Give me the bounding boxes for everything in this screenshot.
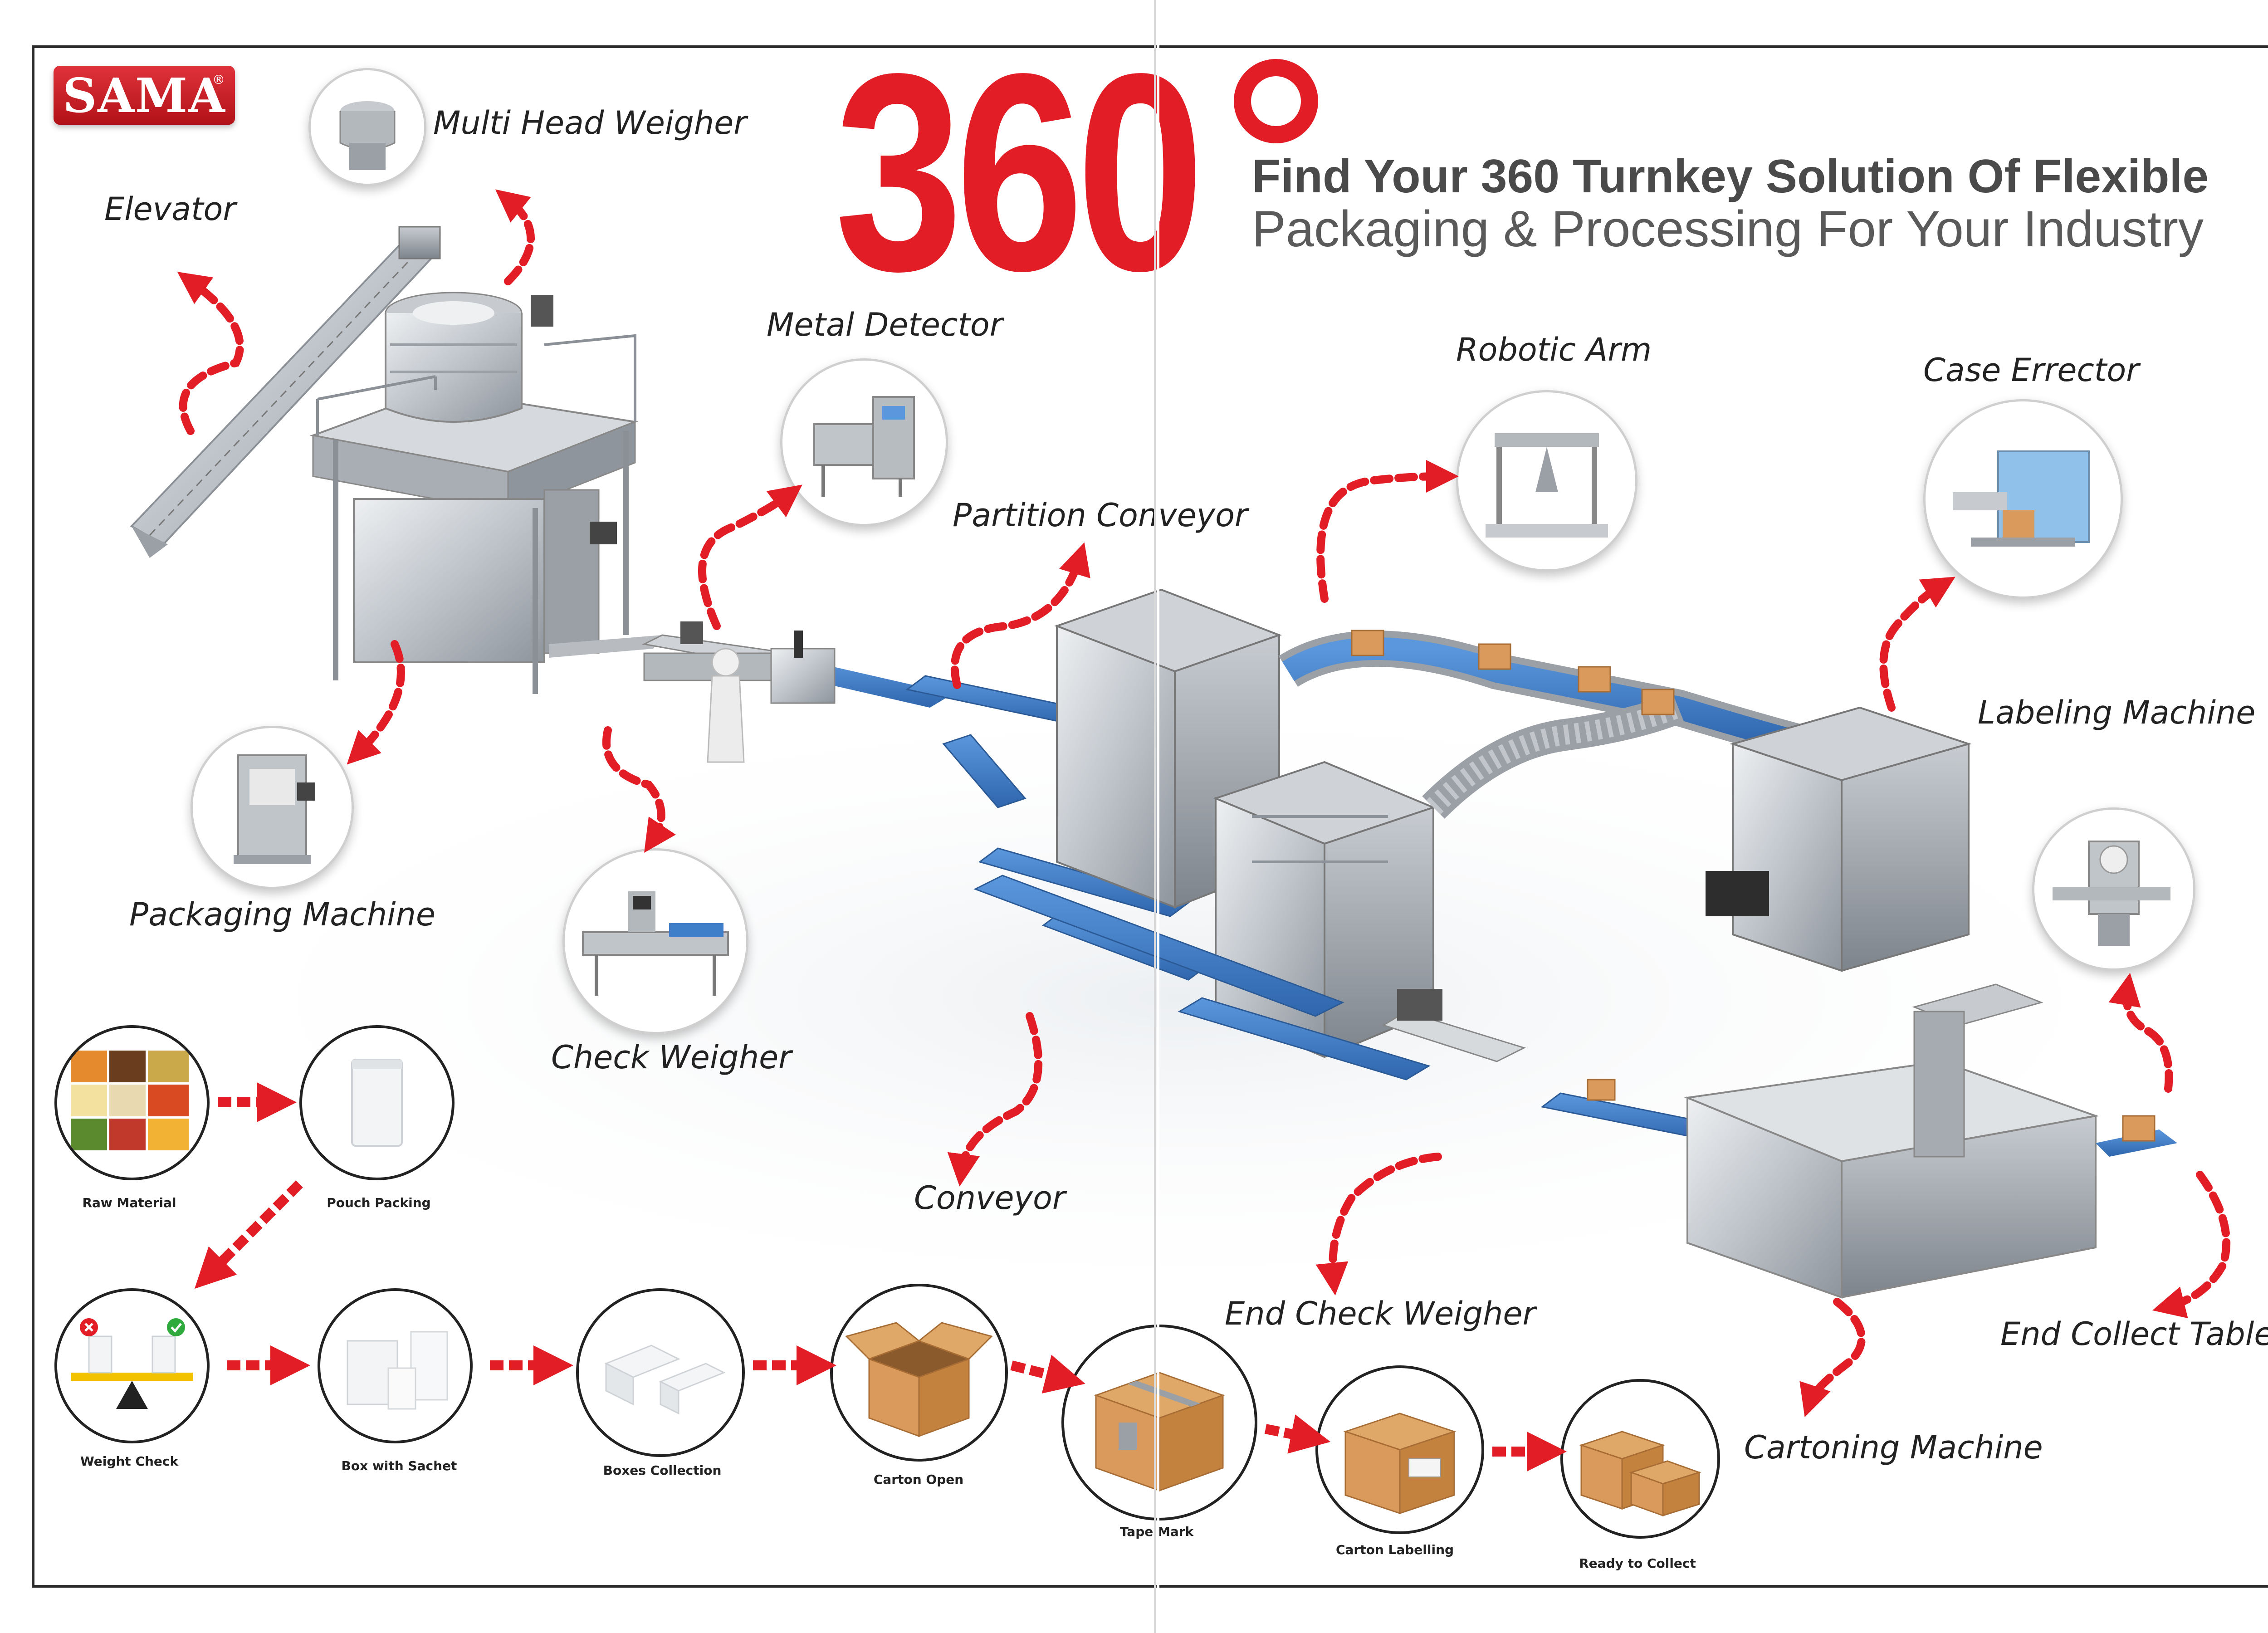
- case-errector-thumbnail: [1923, 399, 2123, 599]
- step-tape-mark-circle: [1061, 1325, 1257, 1521]
- registered-mark: ®: [212, 72, 225, 87]
- page-fold: [1157, 0, 1159, 1633]
- robotic-arm-thumbnail: [1456, 390, 1637, 572]
- step-pouch-packing-circle: [299, 1025, 455, 1180]
- step-weight-check-circle: [54, 1288, 210, 1443]
- step-raw-material-circle: [54, 1025, 210, 1180]
- step-boxes-collection-circle: [576, 1288, 745, 1457]
- label-robotic-arm: Robotic Arm: [1456, 331, 1652, 368]
- elevator-machine: [130, 226, 441, 558]
- inline-check-weigher: [642, 621, 791, 763]
- check-weigher-thumbnail: [562, 848, 748, 1034]
- step-label-raw-material: Raw Material: [82, 1195, 176, 1210]
- hero-360-number: 360: [835, 15, 1204, 329]
- case-errector-machine: [1706, 706, 1972, 972]
- label-end-check-weigher: End Check Weigher: [1225, 1295, 1536, 1332]
- label-partition-conveyor: Partition Conveyor: [953, 497, 1248, 534]
- label-labeling-machine: Labeling Machine: [1978, 694, 2256, 731]
- multihead-weigher-tower: [309, 292, 662, 694]
- step-label-carton-labelling: Carton Labelling: [1335, 1542, 1454, 1557]
- metal-detector-thumbnail: [780, 358, 948, 526]
- labeling-machine-thumbnail: [2032, 807, 2195, 971]
- headline-line-2: Packaging & Processing For Your Industry: [1252, 200, 2204, 257]
- label-end-collect-table: End Collect Table: [2000, 1315, 2268, 1353]
- green-check-icon: [167, 1318, 185, 1336]
- lower-line: [973, 875, 2177, 1299]
- sama-logo: SAMA ®: [54, 66, 235, 125]
- step-label-carton-open: Carton Open: [873, 1472, 964, 1487]
- multi-head-weigher-thumbnail: [308, 68, 426, 186]
- step-label-ready-to-collect: Ready to Collect: [1579, 1556, 1696, 1571]
- step-label-box-with-sachet: Box with Sachet: [341, 1458, 457, 1473]
- step-carton-labelling-circle: [1315, 1365, 1484, 1534]
- step-label-boxes-collection: Boxes Collection: [603, 1463, 722, 1478]
- label-conveyor: Conveyor: [914, 1179, 1066, 1217]
- step-carton-open-circle: [830, 1284, 1008, 1462]
- metal-detector-unit: [770, 631, 953, 708]
- step-box-with-sachet-circle: [318, 1288, 473, 1443]
- label-multi-head-weigher: Multi Head Weigher: [433, 104, 747, 142]
- headline-line-1: Find Your 360 Turnkey Solution Of Flexib…: [1252, 150, 2209, 203]
- label-cartoning-machine: Cartoning Machine: [1744, 1429, 2043, 1466]
- step-label-pouch-packing: Pouch Packing: [327, 1195, 431, 1210]
- packaging-machine-thumbnail: [191, 726, 354, 889]
- degree-symbol-icon: [1234, 59, 1318, 143]
- page-fold-shadow: [1154, 0, 1156, 1633]
- step-label-weight-check: Weight Check: [80, 1454, 179, 1469]
- label-metal-detector: Metal Detector: [767, 306, 1003, 343]
- step-ready-to-collect-circle: [1560, 1379, 1720, 1539]
- logo-text: SAMA: [63, 67, 226, 123]
- label-case-errector: Case Errector: [1923, 352, 2139, 389]
- label-packaging-machine: Packaging Machine: [129, 896, 435, 933]
- label-elevator: Elevator: [104, 191, 236, 228]
- label-check-weigher: Check Weigher: [551, 1039, 792, 1076]
